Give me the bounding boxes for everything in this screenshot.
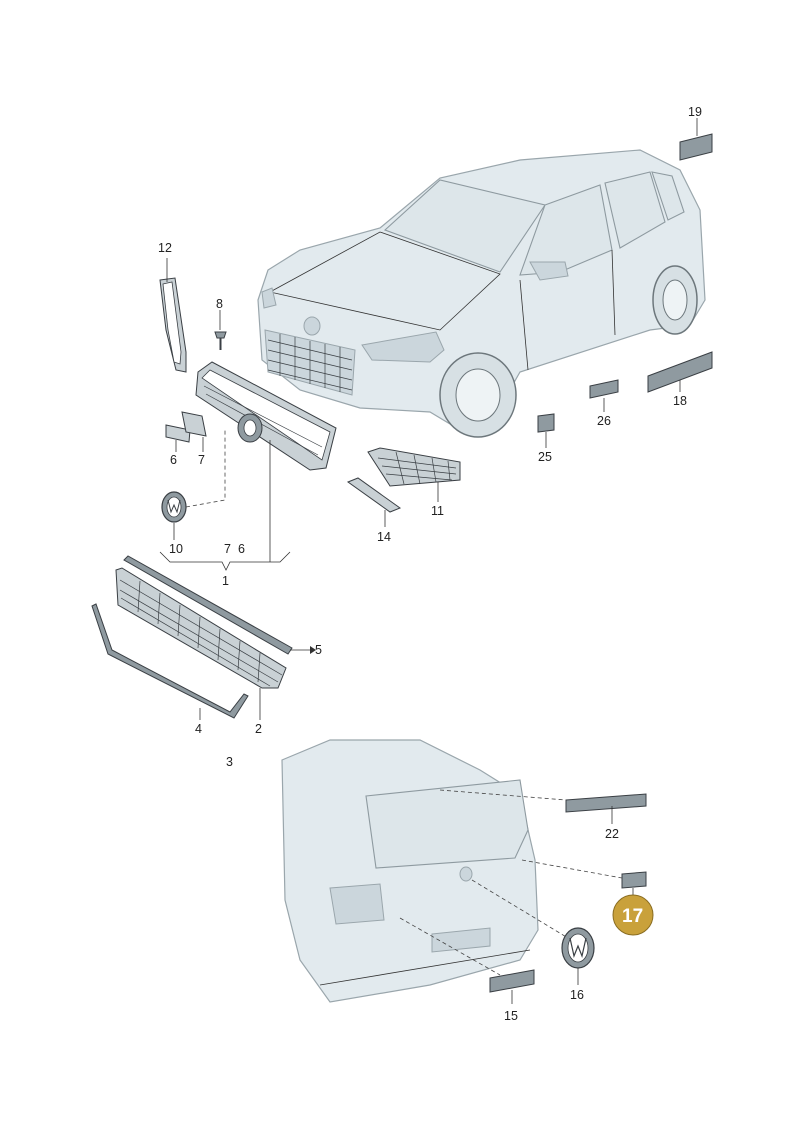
callout-6a: 6	[170, 453, 177, 467]
part-25-badge	[537, 413, 555, 433]
callout-7a: 7	[198, 453, 205, 467]
rear-wheel	[652, 265, 698, 335]
front-car-illustration	[257, 149, 706, 438]
callout-26: 26	[597, 414, 611, 428]
part-10-front-badge	[161, 491, 187, 523]
front-grille-mesh	[267, 334, 353, 392]
part-16-rear-badge	[561, 927, 595, 969]
part-26-badge	[589, 379, 619, 399]
part-18-side-strip	[647, 351, 713, 393]
rear-plate-area	[431, 927, 491, 953]
front-badge-on-car	[303, 316, 321, 336]
callout-7b: 7	[224, 542, 231, 556]
callout-3: 3	[226, 755, 233, 769]
part-7-bracket	[181, 411, 207, 437]
part-12-grille-frame	[159, 277, 187, 373]
callout-22: 22	[605, 827, 619, 841]
upper-grille	[195, 361, 337, 471]
callout-16: 16	[570, 988, 584, 1002]
part-6-pad	[165, 424, 191, 443]
callout-8: 8	[216, 297, 223, 311]
callout-11: 11	[431, 504, 444, 518]
callout-5: 5	[315, 643, 322, 657]
callout-19: 19	[688, 105, 702, 119]
callout-2: 2	[255, 722, 262, 736]
callout-25: 25	[538, 450, 552, 464]
part-14-trim-strip	[346, 477, 402, 513]
callout-17: 17	[622, 906, 643, 927]
callout-17-badge: 17	[612, 894, 654, 936]
callout-10: 10	[169, 542, 183, 556]
part-15-rear-strip	[489, 969, 535, 993]
front-wheel	[439, 352, 517, 438]
rear-car-illustration	[281, 739, 539, 1003]
part-5-trim-strip	[123, 555, 293, 655]
part-8-screw	[214, 331, 227, 350]
part-19-emblem	[679, 133, 713, 161]
part-2-lower-grille	[115, 567, 287, 689]
callout-18: 18	[673, 394, 687, 408]
rear-tail-light	[329, 883, 385, 925]
callout-1: 1	[222, 574, 229, 588]
part-11-fog-grille	[367, 447, 461, 487]
callout-15: 15	[504, 1009, 518, 1023]
part-17-badge	[621, 871, 647, 889]
part-4-chrome-strip	[91, 603, 249, 719]
callout-12: 12	[158, 241, 172, 255]
callout-4: 4	[195, 722, 202, 736]
part-22-rear-strip	[565, 793, 647, 813]
callout-14: 14	[377, 530, 391, 544]
callout-6b: 6	[238, 542, 245, 556]
